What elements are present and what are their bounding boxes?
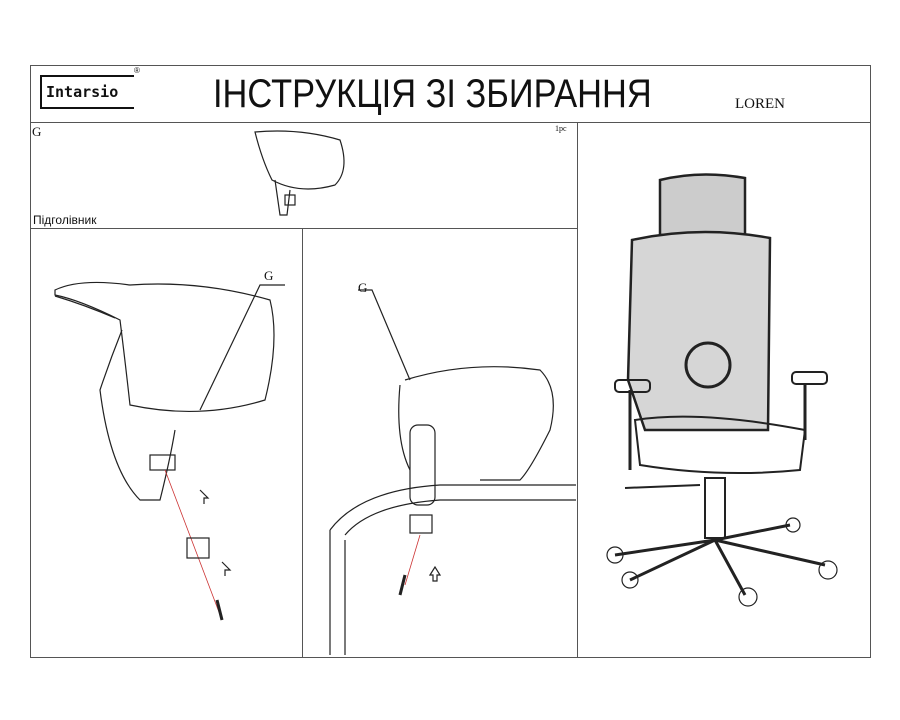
step1-callout-label: G xyxy=(264,268,274,283)
part-letter: G xyxy=(32,124,42,139)
part-quantity: 1pc xyxy=(555,124,567,133)
step1-drawing xyxy=(54,281,285,621)
part-row-divider xyxy=(30,228,578,229)
assembled-chair-drawing xyxy=(606,173,838,607)
step2-callout-label: G xyxy=(358,280,368,295)
headrest-part-drawing xyxy=(254,130,345,216)
panel-divider-vertical xyxy=(577,122,578,658)
page-frame xyxy=(30,65,871,658)
registered-mark: ® xyxy=(134,66,140,75)
brand-logo: Intarsio xyxy=(40,75,134,109)
step-divider xyxy=(302,228,303,658)
model-name: LOREN xyxy=(735,96,785,112)
brand-name: Intarsio xyxy=(46,83,119,101)
part-name: Підголівник xyxy=(33,213,97,227)
document-title: ІНСТРУКЦІЯ ЗІ ЗБИРАННЯ xyxy=(213,72,652,116)
header-divider xyxy=(30,122,871,123)
step2-drawing xyxy=(329,289,576,655)
